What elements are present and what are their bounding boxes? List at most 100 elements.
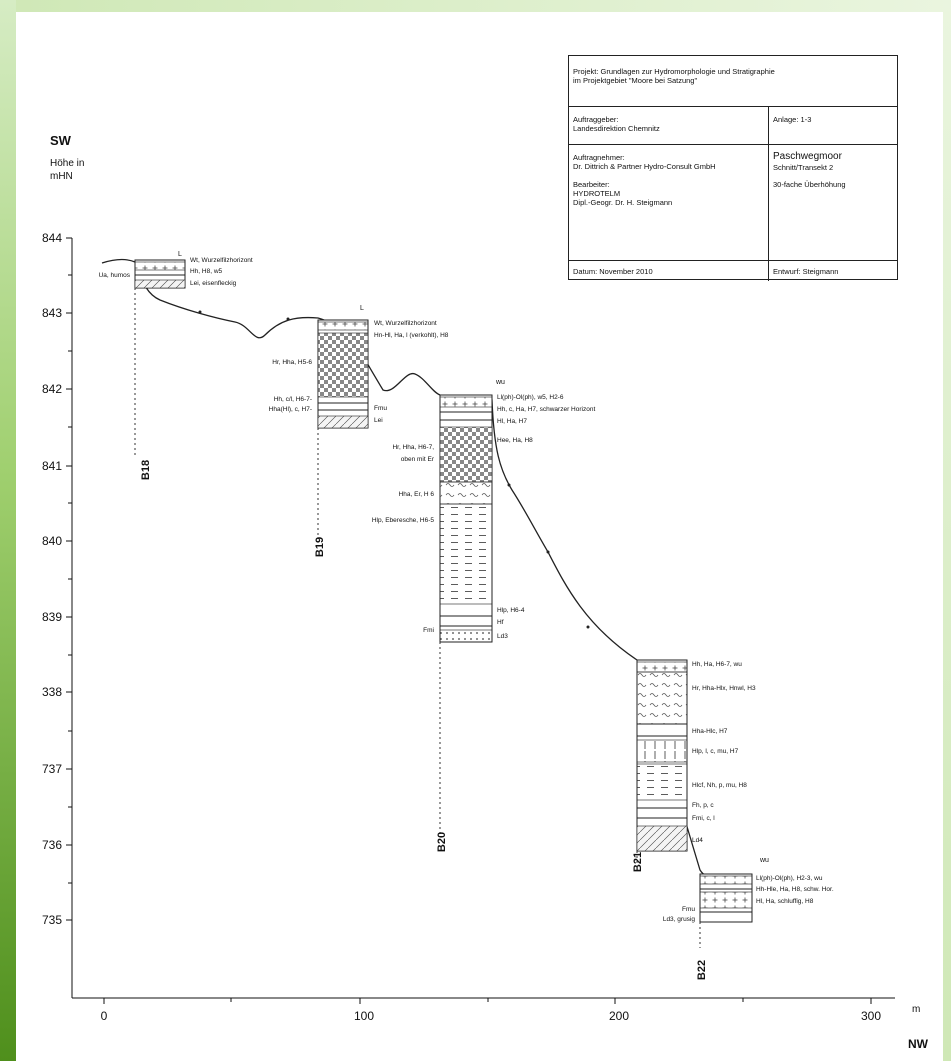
- b19-label-4: Lei: [374, 417, 383, 424]
- x-tick-label: 0: [101, 1009, 108, 1023]
- editor-person: Dipl.-Geogr. Dr. H. Steigmann: [573, 198, 673, 207]
- b22-top-note: wu: [759, 857, 769, 864]
- frame-top-border: [0, 0, 951, 12]
- borehole-b18: L Wt, Wurzelfilzhorizont Hh, H8, w5 Lei,…: [99, 251, 253, 480]
- y-axis-label-line2: mHN: [50, 171, 73, 182]
- y-tick-label: 844: [42, 231, 62, 245]
- moor-cell: Paschwegmoor Schnitt/Transekt 2 30-fache…: [769, 148, 897, 192]
- date-cell: Datum: November 2010: [569, 264, 768, 279]
- contractor-cell: Auftragnehmer: Dr. Dittrich & Partner Hy…: [569, 150, 768, 210]
- editor-label: Bearbeiter:: [573, 180, 610, 189]
- y-tick-label: 736: [42, 838, 62, 852]
- b20-label-2: Hh, c, Ha, H7, schwarzer Horizont: [497, 406, 595, 413]
- right-direction-label: NW: [908, 1037, 929, 1051]
- y-axis-ticks: 844 843 842 841 840 839 338 737 736 735: [42, 231, 72, 927]
- b20-label-4: Hee, Ha, H8: [497, 437, 533, 444]
- b20-label-6: Hf: [497, 619, 504, 626]
- b21-label-2: Hr, Hha-Hlx, Hnwl, H3: [692, 685, 756, 692]
- b21-id: B21: [632, 852, 644, 872]
- b19-top-note: L: [360, 305, 364, 312]
- project-line-2: im Projektgebiet "Moore bei Satzung": [573, 76, 698, 85]
- b20-left-label-1: Hr, Hha, H6-7,: [392, 444, 434, 451]
- b18-label-1: Wt, Wurzelfilzhorizont: [190, 257, 253, 264]
- b18-label-2: Hh, H8, w5: [190, 268, 223, 275]
- terrain-surface-line: [101, 258, 717, 877]
- frame-left-border: [0, 0, 16, 1061]
- b20-label-5: Hlp, H6-4: [497, 607, 525, 614]
- client-name: Landesdirektion Chemnitz: [573, 124, 660, 133]
- b21-label-5: Hlcf, Nh, p, mu, H8: [692, 782, 747, 789]
- b22-left-label-1: Fmu: [682, 906, 695, 913]
- y-tick-label: 839: [42, 610, 62, 624]
- b22-label-1: Ll(ph)-Ol(ph), H2-3, wu: [756, 875, 823, 882]
- b21-label-1: Hh, Ha, H6-7, wu: [692, 661, 742, 668]
- annex-cell: Anlage: 1-3: [769, 112, 897, 127]
- terrain-survey-points: [198, 310, 672, 782]
- b20-left-label-2: oben mit Er: [401, 456, 435, 463]
- b20-left-label-4: Hlp, Eberesche, H6-5: [372, 517, 435, 524]
- borehole-b21: Hh, Ha, H6-7, wu Hr, Hha-Hlx, Hnwl, H3 H…: [632, 659, 756, 872]
- contractor-name: Dr. Dittrich & Partner Hydro-Consult Gmb…: [573, 162, 716, 171]
- b21-label-7: Fmi, c, l: [692, 815, 715, 822]
- y-tick-label: 737: [42, 762, 62, 776]
- project-line-1: Projekt: Grundlagen zur Hydromorphologie…: [573, 67, 775, 76]
- b20-label-1: Ll(ph)-Ol(ph), w5, H2-6: [497, 394, 564, 401]
- draft-label: Entwurf: Steigmann: [773, 267, 839, 276]
- b20-label-7: Ld3: [497, 633, 508, 640]
- b21-label-4: Hlp, l, c, mu, H7: [692, 748, 739, 755]
- client-label: Auftraggeber:: [573, 115, 619, 124]
- b20-top-note: wu: [495, 379, 505, 386]
- b19-left-label-2: Hh, c/l, H6-7-: [274, 396, 312, 403]
- y-tick-label: 338: [42, 685, 62, 699]
- b18-left-label-1: Ua, humos: [99, 272, 131, 279]
- transect-name: Schnitt/Transekt 2: [773, 163, 834, 172]
- y-tick-label: 843: [42, 306, 62, 320]
- date-label: Datum: November 2010: [573, 267, 653, 276]
- b22-label-3: Hl, Ha, schluffig, H8: [756, 898, 814, 905]
- b18-top-note: L: [178, 251, 182, 258]
- borehole-b22: wu Ll(ph)-Ol(ph), H2-3, wu Hh-Hle, Ha, H…: [663, 857, 834, 980]
- b19-left-label-3: Hha(Hl), c, H7-: [269, 406, 312, 413]
- annex-label: Anlage: 1-3: [773, 115, 812, 124]
- y-tick-label: 841: [42, 459, 62, 473]
- left-direction-label: SW: [50, 133, 72, 148]
- borehole-b19: L Wt, Wurzelfilzhorizont Hn-Hl, Ha, l (v…: [269, 305, 449, 557]
- frame-right-border: [943, 0, 951, 1061]
- b21-label-3: Hha-Hlc, H7: [692, 728, 728, 735]
- b20-label-3: Hl, Ha, H7: [497, 418, 527, 425]
- b18-id: B18: [140, 460, 152, 480]
- b22-left-label-2: Ld3, grusig: [663, 916, 696, 923]
- b22-label-2: Hh-Hle, Ha, H8, schw. Hor.: [756, 886, 834, 893]
- b18-label-3: Lei, eisenfleckig: [190, 280, 237, 287]
- y-axis-label-line1: Höhe in: [50, 158, 84, 169]
- b19-label-1: Wt, Wurzelfilzhorizont: [374, 320, 437, 327]
- b20-id: B20: [436, 832, 448, 852]
- y-tick-label: 840: [42, 534, 62, 548]
- project-title: Projekt: Grundlagen zur Hydromorphologie…: [569, 64, 899, 88]
- b19-label-3: Fmu: [374, 405, 387, 412]
- b21-label-6: Fh, p, c: [692, 802, 714, 809]
- x-tick-label: 100: [354, 1009, 374, 1023]
- b19-id: B19: [314, 537, 326, 557]
- y-tick-label: 842: [42, 382, 62, 396]
- draft-cell: Entwurf: Steigmann: [769, 264, 897, 279]
- b21-label-8: Ld4: [692, 837, 703, 844]
- x-axis-ticks: 0 100 200 300: [101, 998, 881, 1023]
- b19-left-label-1: Hr, Hha, H5-6: [272, 359, 312, 366]
- b19-label-2: Hn-Hl, Ha, l (verkohlt), H8: [374, 332, 449, 339]
- y-tick-label: 735: [42, 913, 62, 927]
- moor-name: Paschwegmoor: [773, 151, 842, 162]
- x-tick-label: 200: [609, 1009, 629, 1023]
- contractor-label: Auftragnehmer:: [573, 153, 625, 162]
- x-tick-label: 300: [861, 1009, 881, 1023]
- editor-org: HYDROTELM: [573, 189, 621, 198]
- b20-left-label-5: Fmi: [423, 627, 434, 634]
- b22-id: B22: [696, 960, 708, 980]
- b20-left-label-3: Hha, Er, H 6: [399, 491, 435, 498]
- exaggeration-note: 30-fache Überhöhung: [773, 180, 846, 189]
- borehole-b20: wu Ll(ph)-Ol(ph), w5, H2-6 Hh, c, Ha, H7…: [372, 379, 596, 852]
- x-unit-label: m: [912, 1004, 920, 1015]
- client-cell: Auftraggeber: Landesdirektion Chemnitz: [569, 112, 768, 136]
- title-block: Projekt: Grundlagen zur Hydromorphologie…: [568, 55, 899, 281]
